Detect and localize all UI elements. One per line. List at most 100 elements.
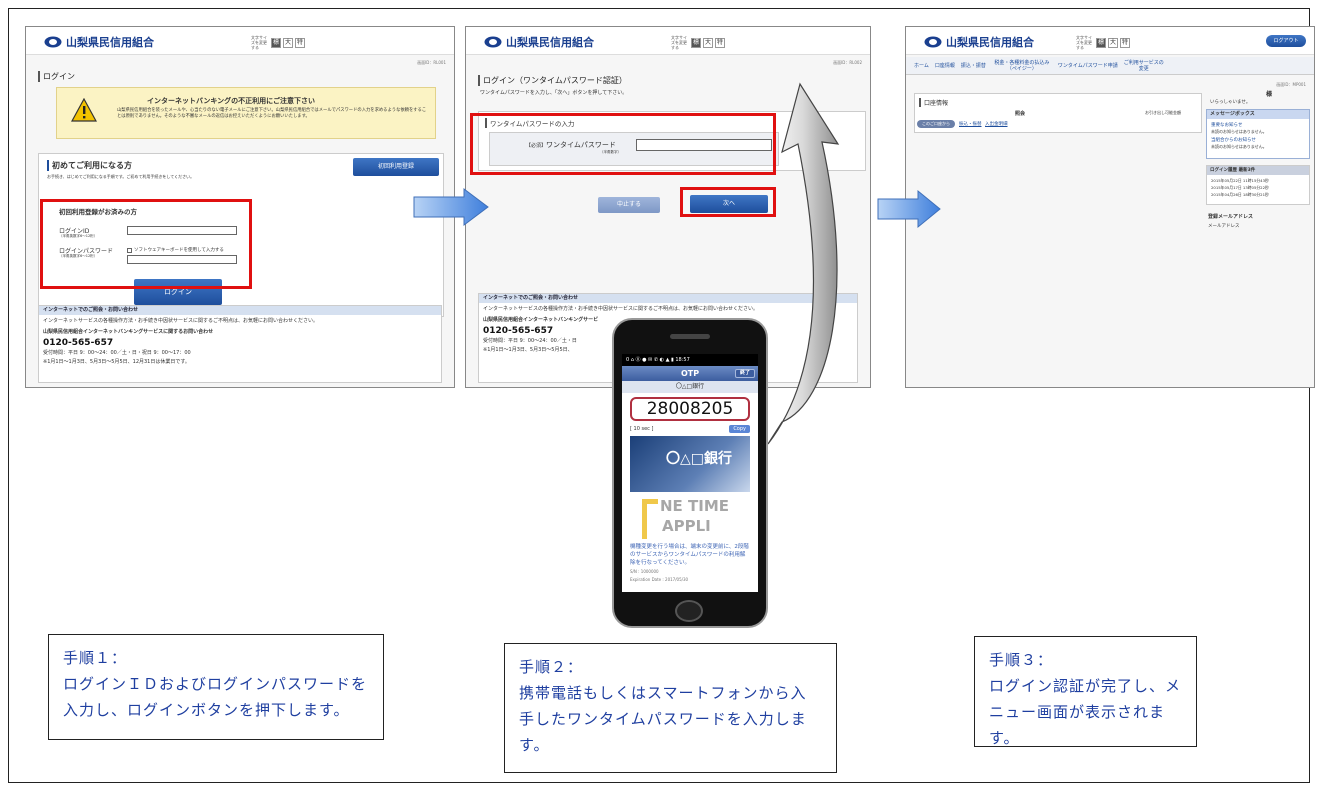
bank-name: 山梨県民信用組合 <box>66 36 154 49</box>
footer-bar: インターネットでのご照会・お問い合わせ <box>479 294 857 303</box>
bank-logo: 山梨県民信用組合 <box>484 34 594 50</box>
arrow-right-icon <box>877 189 941 229</box>
footer-center: 山梨県民信用組合インターネットバンキングサービ <box>483 317 599 323</box>
account-panel: 口座情報 照会 お引き出し可能金額 このご口座から 振込・振替 入出金明細 <box>914 93 1202 133</box>
login-password-label: ログインパスワード <box>59 248 114 255</box>
nav-otp-application[interactable]: ワンタイムパスワード申請 <box>1057 63 1118 69</box>
account-amount: お引き出し可能金額 <box>1145 110 1181 115</box>
step-2-box: 手順２： 携帯電話もしくはスマートフォンから入手したワンタイムパスワードを入力し… <box>504 643 837 773</box>
page-id: 画面ID：RL002 <box>833 60 862 65</box>
greeting-text: いらっしゃいませ。 <box>1210 100 1251 105</box>
diagram-frame <box>8 8 1310 783</box>
step-3-body: ログイン認証が完了し、メニュー画面が表示されます。 <box>989 677 1182 747</box>
home-button[interactable] <box>675 600 703 622</box>
font-size-standard[interactable]: 標 <box>1096 37 1106 48</box>
phone-screen: 0 ⌂ ⓪ ● ✉ ✆ ◐ ▲ ▮ 18:57 OTP 終了 〇△□銀行 280… <box>622 354 758 592</box>
font-size-large[interactable]: 大 <box>283 37 293 48</box>
footer-text: インターネットサービスの各種操作方法・お手続き中因状サービスに関するご不明点は、… <box>483 306 759 312</box>
header: 山梨県民信用組合 文字サイズを変更する 標 大 特 <box>26 27 454 55</box>
end-button[interactable]: 終了 <box>735 369 755 378</box>
copy-button[interactable]: Copy <box>729 425 750 433</box>
expiration-date: Expiration Date : 2017/05/30 <box>630 577 689 582</box>
nav-payeasy[interactable]: 税金・各種料金の払込み（ペイジー） <box>994 59 1050 72</box>
login-history-title: ログイン履歴 最新3件 <box>1207 166 1309 175</box>
phone-speaker <box>670 334 710 339</box>
font-size-selector: 文字サイズを変更する 標 大 特 <box>251 35 305 50</box>
software-keyboard-option[interactable]: ソフトウェアキーボードを使用して入力する <box>127 247 224 253</box>
account-history-link[interactable]: 入出金明細 <box>985 122 1008 127</box>
login-id-hint: （半角英数字6〜12桁） <box>59 234 98 238</box>
message-important-text: 未読のお知らせはありません。 <box>1211 129 1267 134</box>
login-id-input[interactable] <box>127 226 237 235</box>
login-button[interactable]: ログイン <box>134 279 222 305</box>
bank-name: 山梨県民信用組合 <box>946 36 1034 49</box>
footer-closed: ※1月1日〜1月3日、5月3日〜5月5日、 <box>483 347 573 353</box>
login-panel: 初めてご利用になる方 お手続き、はじめてご利用になる手順です。ご初めて利用手続き… <box>38 153 444 317</box>
nav-home[interactable]: ホーム <box>914 63 929 69</box>
nav-account[interactable]: 口座情報 <box>934 63 955 69</box>
login-password-input[interactable] <box>127 255 237 264</box>
bank-logo-icon <box>484 36 502 48</box>
account-transfer-link[interactable]: 振込・振替 <box>959 122 982 127</box>
first-time-register-button[interactable]: 初回利用登録 <box>353 158 439 176</box>
phone-status-bar: 0 ⌂ ⓪ ● ✉ ✆ ◐ ▲ ▮ 18:57 <box>622 354 758 366</box>
logo-line-2: APPLI <box>662 517 711 535</box>
otp-highlight-box <box>470 113 776 175</box>
step-3-box: 手順３： ログイン認証が完了し、メニュー画面が表示されます。 <box>974 636 1197 747</box>
font-size-large[interactable]: 大 <box>1108 37 1118 48</box>
account-badge[interactable]: このご口座から <box>917 120 955 128</box>
curved-arrow-icon <box>767 82 840 445</box>
footer-hours: 受付時間：平日 9：00〜24：00／土・日・祝日 9：00〜17：00 <box>43 350 191 356</box>
bank-logo: 山梨県民信用組合 <box>924 34 1034 50</box>
step-1-box: 手順１： ログインＩＤおよびログインパスワードを入力し、ログインボタンを押下しま… <box>48 634 384 740</box>
otp-label: ワンタイムパスワード <box>546 141 616 149</box>
contact-footer: インターネットでのご照会・お問い合わせ インターネットサービスの各種操作方法・お… <box>38 305 442 383</box>
step-1-body: ログインＩＤおよびログインパスワードを入力し、ログインボタンを押下します。 <box>63 675 368 719</box>
logout-button[interactable]: ログアウト <box>1266 35 1306 47</box>
warning-panel: インターネットバンキングの不正利用にご注意下さい 山梨県民信用組合を装ったメール… <box>56 87 436 139</box>
onetime-appli-logo: NE TIME APPLI <box>630 495 750 541</box>
bank-logo: 山梨県民信用組合 <box>44 34 154 50</box>
nav-transfer[interactable]: 振込・振替 <box>960 63 986 69</box>
message-important[interactable]: 重要なお知らせ <box>1211 123 1243 128</box>
next-highlight-box <box>680 187 776 217</box>
otp-app-title: OTP <box>680 369 700 378</box>
message-notice[interactable]: 当組合からのお知らせ <box>1211 138 1256 143</box>
device-change-message: 機種変更を行う場合は、端末の変更前に、2段階のサービスからワンタイムパスワードの… <box>630 544 749 566</box>
font-size-standard[interactable]: 標 <box>691 37 701 48</box>
nav-service-change[interactable]: ご利用サービスの変更 <box>1123 59 1164 72</box>
login-highlight-box <box>40 199 252 289</box>
logo-line-1: NE TIME <box>660 497 730 515</box>
banner-text: 〇△□銀行 <box>666 451 732 467</box>
footer-hours: 受付時間：平日 9：00〜24：00／土・日 <box>483 338 577 344</box>
page-title: ログイン（ワンタイムパスワード認証） <box>478 75 627 86</box>
step-2-title: 手順２： <box>519 658 584 676</box>
software-keyboard-checkbox[interactable] <box>127 247 132 253</box>
first-time-title: 初めてご利用になる方 <box>47 160 132 171</box>
step-3-title: 手順３： <box>989 651 1054 669</box>
font-size-extra[interactable]: 特 <box>1120 37 1130 48</box>
email-title: 登録メールアドレス <box>1208 214 1254 220</box>
login-history-1: 2015年05月22日 11時15分43秒 <box>1211 178 1269 183</box>
font-size-extra[interactable]: 特 <box>715 37 725 48</box>
otp-timer: [ 10 sec ] <box>630 426 654 432</box>
message-box: メッセージボックス 重要なお知らせ 未読のお知らせはありません。 当組合からのお… <box>1206 109 1310 159</box>
otp-input-row: 【必須】 ワンタイムパスワード （半角数字） <box>489 132 779 166</box>
right-sidebar: 様 いらっしゃいませ。 メッセージボックス 重要なお知らせ 未読のお知らせはあり… <box>1206 85 1310 255</box>
first-time-text: お手続き、はじめてご利用になる手順です。ご初めて利用手続きをしてください。 <box>47 174 195 179</box>
login-password-hint: （半角英数字6〜12桁） <box>59 254 98 258</box>
font-size-large[interactable]: 大 <box>703 37 713 48</box>
login-id-label: ログインID <box>59 228 90 235</box>
otp-input[interactable] <box>636 139 772 151</box>
serial-number: S/N : 1000000 <box>630 569 659 574</box>
cancel-button[interactable]: 中止する <box>598 197 660 213</box>
otp-hint: （半角数字） <box>600 150 621 154</box>
screenshot-login: 山梨県民信用組合 文字サイズを変更する 標 大 特 画面ID：RL001 ログイ… <box>25 26 455 388</box>
font-size-extra[interactable]: 特 <box>295 37 305 48</box>
font-size-selector: 文字サイズを変更する 標 大 特 <box>1076 35 1130 50</box>
login-history: ログイン履歴 最新3件 2015年05月22日 11時15分43秒 2015年0… <box>1206 165 1310 205</box>
font-size-standard[interactable]: 標 <box>271 37 281 48</box>
footer-bar: インターネットでのご照会・お問い合わせ <box>39 306 441 315</box>
next-button[interactable]: 次へ <box>690 195 768 213</box>
footer-tel: 0120-565-657 <box>43 338 114 348</box>
